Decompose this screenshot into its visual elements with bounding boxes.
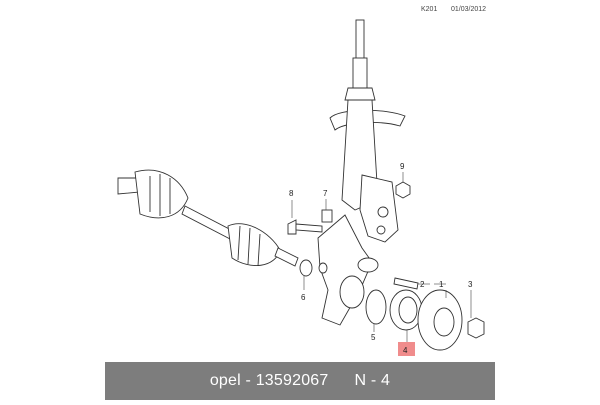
callout-label-5: 5	[371, 333, 376, 342]
strut-collar	[344, 87, 376, 101]
strut-stud	[321, 209, 333, 223]
hub-nut-body	[467, 317, 485, 339]
bracket-hole-upper	[377, 206, 389, 218]
wheel-bearing	[389, 289, 423, 331]
diagram-code: K201	[421, 6, 438, 13]
drive-nut-body	[318, 262, 328, 274]
outer-cv-boot-ribs	[237, 225, 261, 267]
shaft-bar	[181, 205, 236, 241]
callout-label-1: 1	[439, 280, 444, 289]
strut-upper-tube	[352, 57, 368, 89]
wheel-hub	[417, 289, 463, 351]
highlight-callout-box	[398, 342, 415, 356]
hub-center	[433, 307, 455, 337]
callout-label-7: 7	[323, 189, 328, 198]
position-text: N - 4	[354, 372, 391, 389]
callout-label-2: 2	[420, 280, 425, 289]
drive-nut-washer	[299, 259, 313, 277]
outer-cv-joint	[227, 223, 281, 266]
part-number-text: opel - 13592067	[209, 372, 329, 389]
shaft-outer-stub	[274, 247, 299, 267]
bracket-hole-lower	[376, 225, 386, 235]
strut-stud-body	[321, 209, 333, 223]
callout-label-8: 8	[289, 189, 294, 198]
knuckle-bore	[339, 275, 365, 309]
part-number-banner: opel - 13592067 N - 4	[105, 362, 495, 400]
callout-label-3: 3	[468, 280, 473, 289]
knuckle-arm	[357, 257, 379, 273]
top-nut	[395, 181, 411, 199]
pinch-bolt-head	[287, 219, 297, 235]
callout-label-4: 4	[403, 346, 408, 355]
callout-leaders	[291, 172, 472, 342]
hub-nut	[467, 317, 485, 339]
bearing-inner-race	[398, 296, 418, 324]
strut-rod	[355, 19, 365, 61]
inner-cv-boot-ribs	[149, 174, 171, 216]
circlip-ring	[365, 289, 387, 325]
wheel-bolt	[393, 277, 419, 290]
pinch-bolt	[287, 219, 323, 235]
inner-cv-joint	[134, 169, 189, 219]
pinch-bolt-shank	[295, 223, 323, 233]
callout-label-9: 9	[400, 162, 405, 171]
diagram-date: 01/03/2012	[451, 6, 487, 13]
top-nut-body	[395, 181, 411, 199]
strut-assembly	[329, 19, 406, 243]
callout-labels: 1 2 3 4 5 6 7 8 9	[289, 162, 473, 355]
wheel-bolt-shank	[393, 277, 419, 290]
drive-nut	[299, 259, 328, 277]
callout-label-6: 6	[301, 293, 306, 302]
steering-knuckle	[317, 214, 379, 326]
drive-shaft	[117, 169, 299, 267]
